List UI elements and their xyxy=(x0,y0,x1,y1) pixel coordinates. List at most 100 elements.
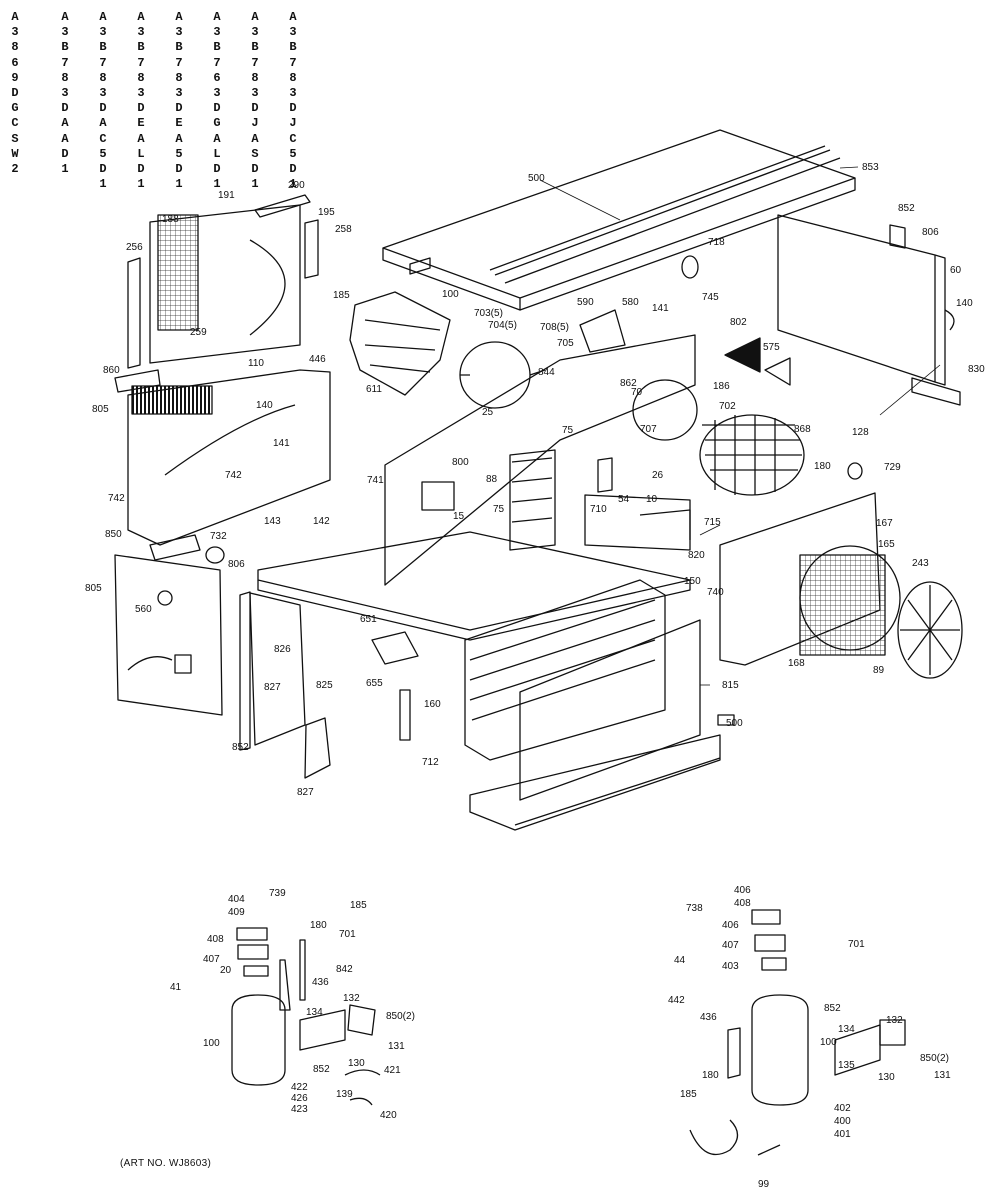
callout-label: 742 xyxy=(225,470,242,481)
callout-label: 143 xyxy=(264,516,281,527)
callout-label: 409 xyxy=(228,907,245,918)
callout-label: 423 xyxy=(291,1104,308,1115)
callout-label: 852 xyxy=(824,1003,841,1014)
callout-label: 850(2) xyxy=(386,1011,415,1022)
callout-label: 180 xyxy=(310,920,327,931)
callout-label: 130 xyxy=(348,1058,365,1069)
callout-label: 191 xyxy=(218,190,235,201)
blower-wheel-part xyxy=(632,379,805,496)
callout-label: 862 xyxy=(620,378,637,389)
shroud-part xyxy=(719,492,963,679)
model-number-column: A 3 B 7 6 3 D G A L D 1 xyxy=(213,10,221,192)
callout-label: 852 xyxy=(898,203,915,214)
callout-label: 729 xyxy=(884,462,901,473)
callout-label: 180 xyxy=(814,461,831,472)
callout-label: 740 xyxy=(707,587,724,598)
callout-label: 805 xyxy=(92,404,109,415)
callout-label: 185 xyxy=(350,900,367,911)
callout-label: 110 xyxy=(248,358,264,369)
callout-label: 100 xyxy=(820,1037,837,1048)
callout-label: 826 xyxy=(274,644,291,655)
callout-label: 41 xyxy=(170,982,182,993)
callout-labels: 853 500 852 806 60 140 830 718 745 802 5… xyxy=(85,162,985,798)
callout-label: 732 xyxy=(210,531,227,542)
callout-label: 580 xyxy=(622,297,639,308)
callout-label: 701 xyxy=(848,939,865,950)
callout-label: 745 xyxy=(702,292,719,303)
callout-label: 800 xyxy=(452,457,469,468)
base-pan-part xyxy=(257,531,691,665)
callout-label: 134 xyxy=(306,1007,323,1018)
callout-label: 500 xyxy=(726,718,743,729)
callout-label: 852 xyxy=(232,742,249,753)
callout-label: 420 xyxy=(380,1110,397,1121)
left-body-frame-part xyxy=(114,369,331,546)
callout-label: 407 xyxy=(722,940,739,951)
callout-label: 141 xyxy=(652,303,669,314)
callout-label: 560 xyxy=(135,604,152,615)
callout-label: 701 xyxy=(339,929,356,940)
callout-label: 243 xyxy=(912,558,929,569)
callout-label: 131 xyxy=(388,1041,405,1052)
callout-label: 140 xyxy=(956,298,973,309)
model-number-column: A 3 B 7 8 3 D E A 5 D 1 xyxy=(175,10,183,192)
callout-label: 150 xyxy=(684,576,701,587)
callout-label: 185 xyxy=(333,290,350,301)
callout-label: 258 xyxy=(335,224,352,235)
callout-label: 100 xyxy=(442,289,459,300)
compressor-assembly-left xyxy=(231,927,381,1106)
compressor-assembly-right xyxy=(689,909,906,1156)
model-number-column: A 3 B 7 8 3 D J A S D 1 xyxy=(251,10,259,192)
callout-label: 842 xyxy=(336,964,353,975)
callout-label: 802 xyxy=(730,317,747,328)
condenser-coil-part xyxy=(464,579,666,761)
callout-label: 165 xyxy=(878,539,895,550)
callout-label: 100 xyxy=(203,1038,220,1049)
callout-label: 741 xyxy=(367,475,384,486)
callout-label: 815 xyxy=(722,680,739,691)
callout-label: 54 xyxy=(618,494,630,505)
callout-label: 590 xyxy=(577,297,594,308)
callout-label: 25 xyxy=(482,407,494,418)
misc-small-parts xyxy=(399,255,863,741)
callout-label: 15 xyxy=(453,511,465,522)
art-number-label: (ART NO. WJ8603) xyxy=(120,1158,212,1169)
right-side-panel-part xyxy=(777,214,961,406)
callout-label: 805 xyxy=(85,583,102,594)
motor-part xyxy=(459,341,546,409)
model-number-column: A 3 8 6 9 D G C S W 2 xyxy=(11,10,19,177)
callout-label: 188 xyxy=(162,214,179,225)
callout-label: 400 xyxy=(834,1116,851,1127)
callout-label: 139 xyxy=(336,1089,353,1100)
model-number-column: A 3 B 7 8 3 D A A D 1 xyxy=(61,10,69,177)
callout-label: 702 xyxy=(719,401,736,412)
callout-label: 742 xyxy=(108,493,125,504)
callout-label: 70 xyxy=(631,387,643,398)
callout-label: 89 xyxy=(873,665,885,676)
callout-label: 703(5) xyxy=(474,308,503,319)
model-number-column: A 3 B 7 8 3 D A C 5 D 1 xyxy=(99,10,107,192)
callout-label: 575 xyxy=(763,342,780,353)
bracket-panels-part xyxy=(239,591,331,779)
callout-label: 739 xyxy=(269,888,286,899)
callout-label: 128 xyxy=(852,427,869,438)
callout-label: 167 xyxy=(876,518,893,529)
callout-label: 408 xyxy=(734,898,751,909)
callout-label: 99 xyxy=(758,1179,770,1190)
top-cover-part xyxy=(382,129,856,311)
callout-label: 421 xyxy=(384,1065,401,1076)
callout-label: 820 xyxy=(688,550,705,561)
control-panel-part xyxy=(114,534,225,716)
callout-label: 827 xyxy=(297,787,314,798)
callout-label: 134 xyxy=(838,1024,855,1035)
callout-label: 827 xyxy=(264,682,281,693)
callout-label: 611 xyxy=(366,384,382,395)
callout-label: 401 xyxy=(834,1129,851,1140)
callout-label: 168 xyxy=(788,658,805,669)
partition-part xyxy=(384,334,696,586)
callout-label: 195 xyxy=(318,207,335,218)
callout-label: 256 xyxy=(126,242,143,253)
callout-label: 406 xyxy=(722,920,739,931)
